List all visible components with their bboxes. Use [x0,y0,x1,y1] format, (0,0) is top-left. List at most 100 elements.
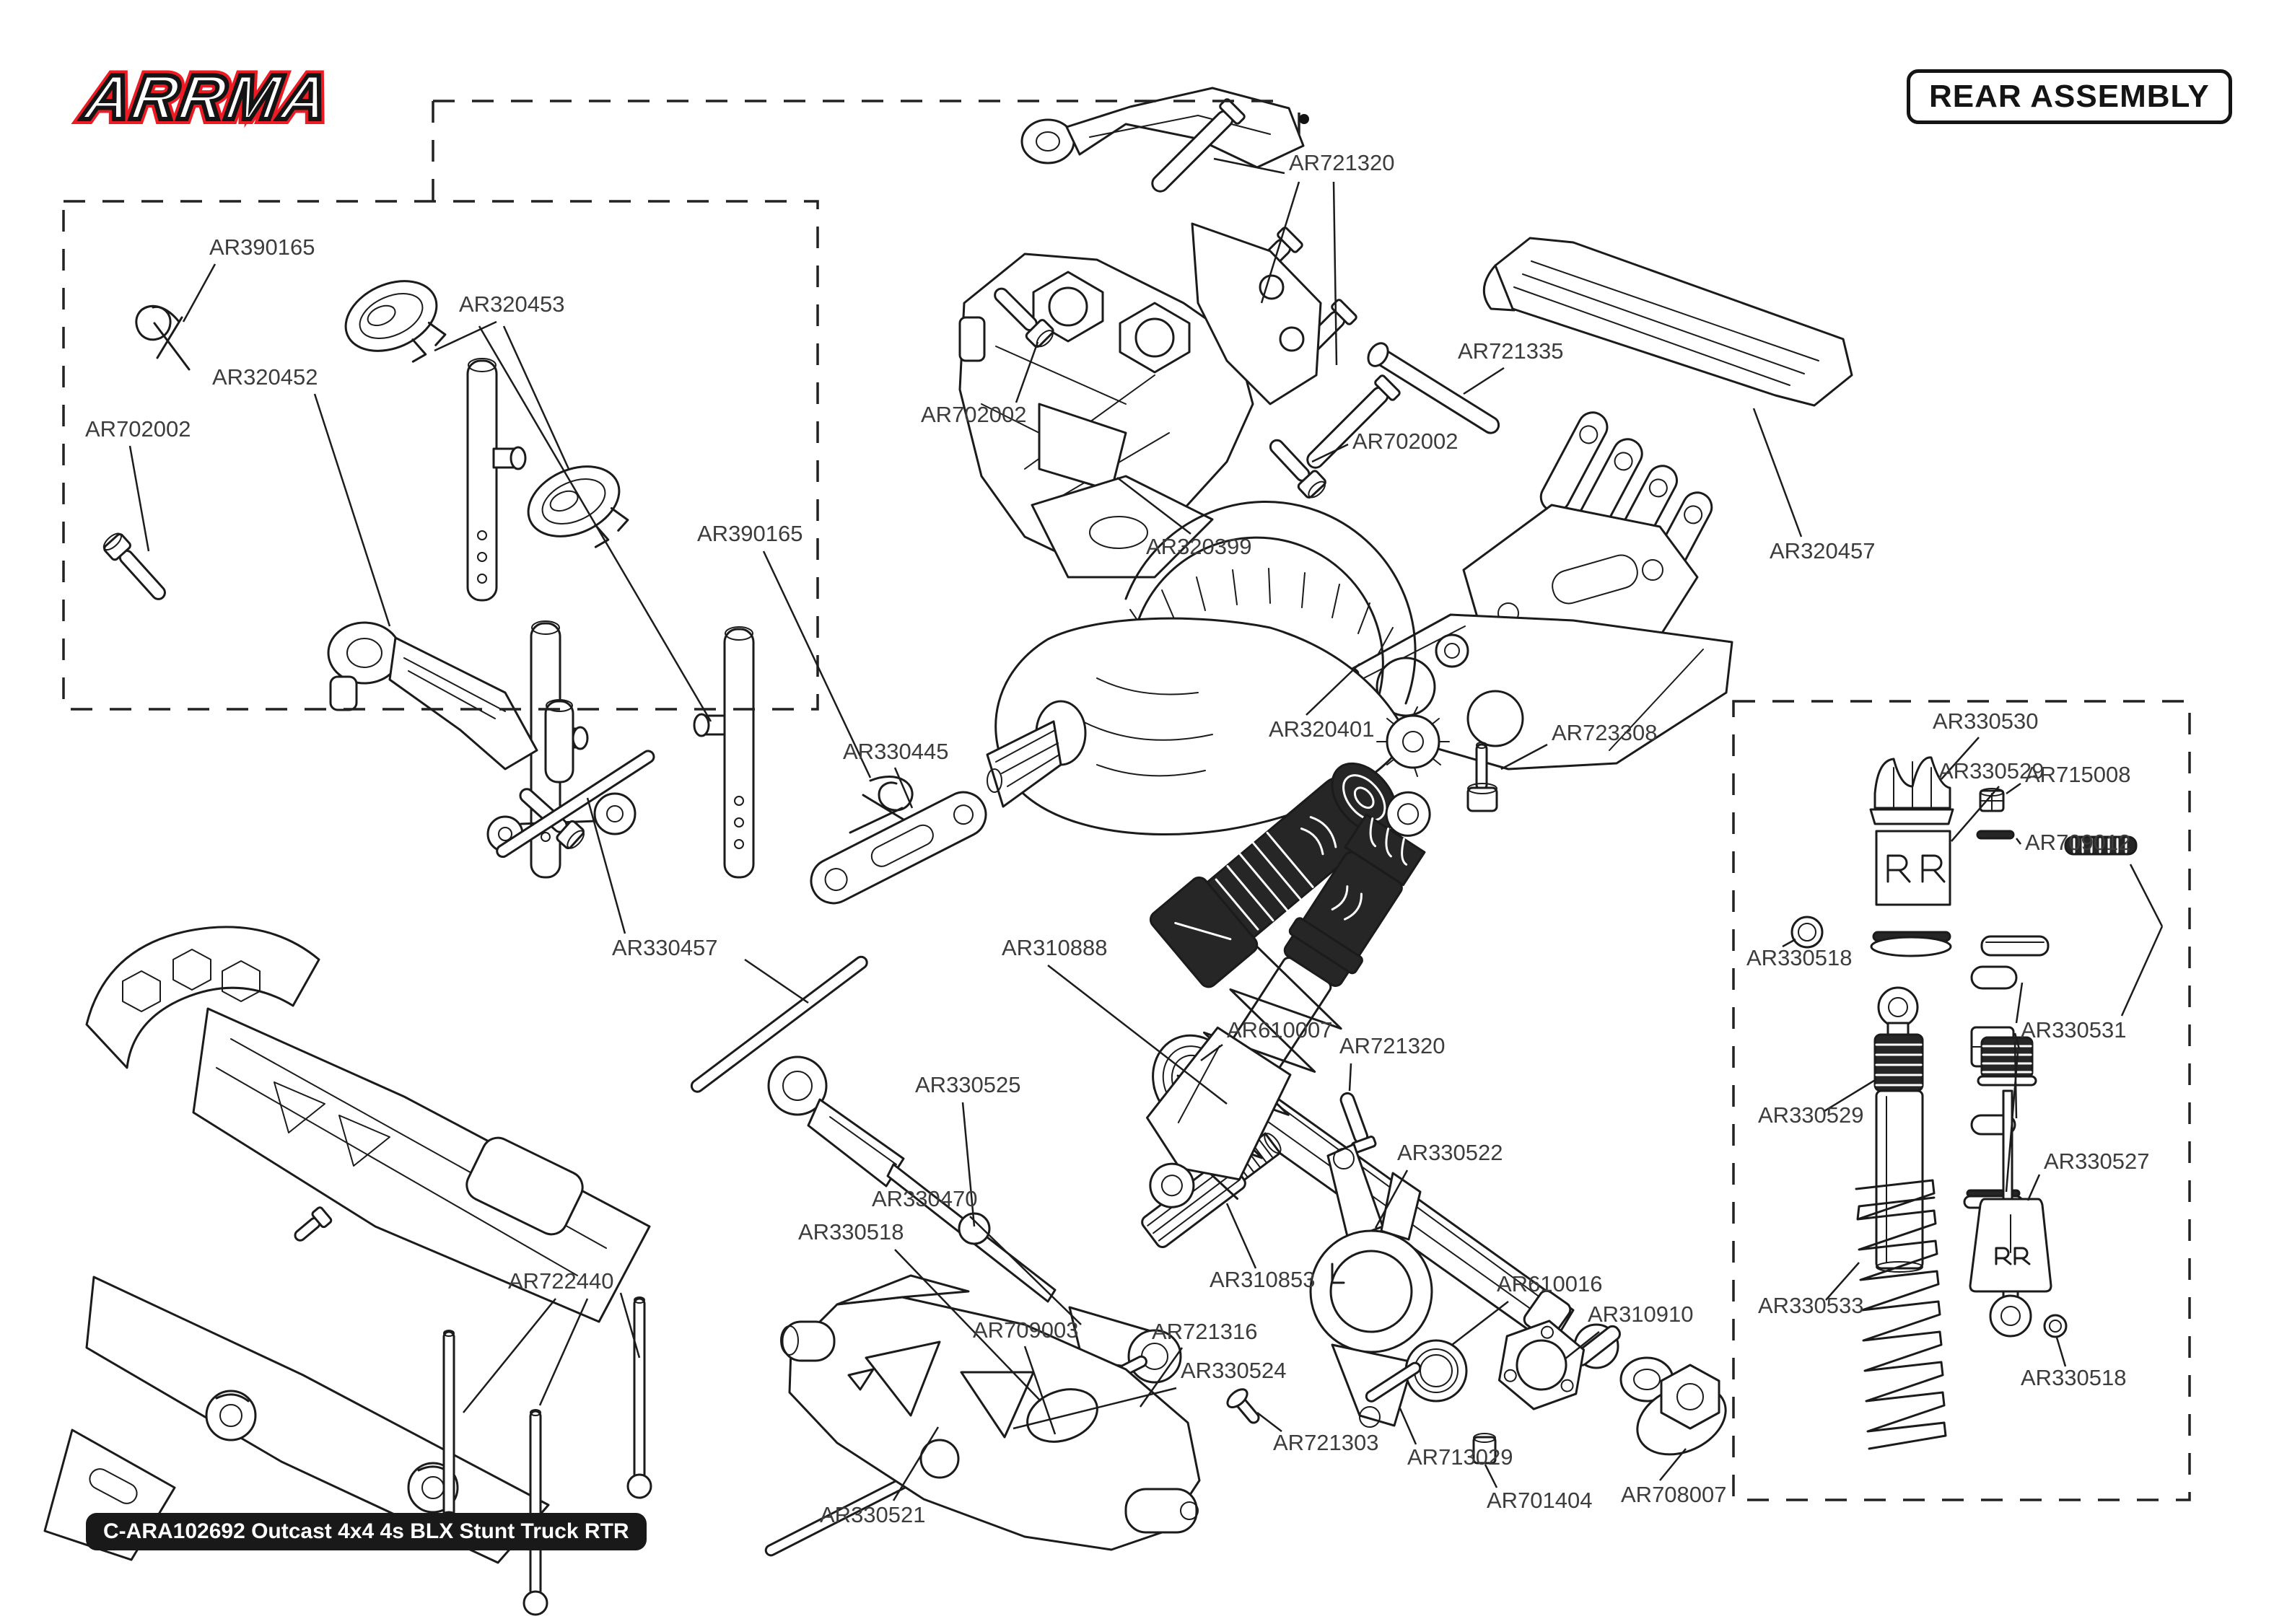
leader-line [1260,181,1300,304]
part-label: AR320401 [1269,716,1375,742]
leader-line [1951,786,2000,842]
body-mount-pad-drawing-1 [344,280,447,363]
leader-line [2015,982,2024,1024]
part-label: AR330518 [798,1219,904,1245]
leader-line [478,325,712,722]
leader-line [2129,864,2164,927]
leader-line [2013,1032,2021,1050]
part-label: AR330445 [843,739,949,765]
part-label: AR723308 [1552,720,1658,746]
flanged-screw-drawing [1226,1388,1260,1424]
leader-line [182,263,217,322]
leader-line [1752,408,1803,537]
part-label: AR320452 [212,364,318,390]
long-hinge-pin-drawing [1367,342,1500,434]
spacer-cylinder-drawing [1472,1433,1497,1465]
leader-line [1825,1262,1860,1301]
arrma-logo: ARRMA [74,56,339,138]
leader-line [1782,938,1796,948]
shock-absorber-drawing-2 [1145,791,1431,1208]
part-label: AR330518 [2021,1365,2127,1391]
differential-drawing [986,500,1450,835]
part-label: AR330531 [2021,1017,2127,1043]
part-label: AR330521 [820,1502,926,1528]
leader-line [1941,737,1980,780]
leader-line [1013,1387,1177,1430]
leader-line [502,325,570,470]
leader-line [1824,1078,1877,1112]
part-label: AR310888 [1002,935,1108,961]
leader-line [892,1426,940,1501]
part-label: AR330529 [1758,1102,1864,1128]
part-label: AR610007 [1227,1017,1333,1043]
o-ring-drawing-c [2043,1314,2068,1338]
part-label: AR330457 [612,935,718,961]
product-code-badge: C-ARA102692 Outcast 4x4 4s BLX Stunt Tru… [86,1513,647,1550]
screw-drawing-b1 [994,287,1054,348]
leader-line [538,1298,589,1406]
part-label: AR702002 [921,402,1027,428]
o-ring-drawing-a [1790,916,1824,949]
part-label: AR610016 [1497,1271,1603,1297]
leader-line [2006,782,2021,795]
shock-pin-drawing [1339,1092,1377,1154]
shock-cap-drawing [1869,756,1954,825]
leader-line [1225,1203,1257,1269]
stepped-pin-drawing [1466,742,1498,812]
leader-line [1564,1331,1600,1360]
hinge-pin-screw-drawing-1 [1151,98,1246,193]
leader-lines [128,157,2164,1501]
leader-line [1484,1464,1498,1488]
hub-carrier-drawing [1309,1143,1433,1428]
leader-line [1451,1301,1509,1346]
dashed-group-box [62,200,819,711]
steering-brace-drawing [327,621,637,853]
body-post-drawing-1 [466,358,527,602]
part-label: AR320399 [1146,534,1252,560]
hinge-pin-screw-drawing-4 [1306,374,1401,469]
spacer-collar-drawing [1980,935,2050,957]
leader-line [1348,1063,1352,1092]
part-label: AR721335 [1458,338,1564,364]
ribbed-collar-drawing [2064,835,2138,856]
body-clip-drawing-1 [135,305,191,371]
part-label: AR708007 [1621,1482,1727,1508]
body-post-drawing-3 [693,626,755,879]
part-label: AR702002 [85,416,191,442]
part-label: AR330522 [1397,1140,1503,1166]
wheel-nut-drawing [1636,1364,1727,1456]
leader-line [1659,1448,1687,1481]
shock-body-drawing [1873,986,1924,1273]
screw-drawing-a1 [102,532,166,600]
part-label: AR330518 [1746,945,1853,971]
part-label: AR722440 [508,1268,614,1294]
part-label: AR709012 [2025,830,2131,856]
coil-spring-drawing [1855,1179,1947,1450]
part-label: AR721320 [1339,1033,1446,1059]
part-label: AR310853 [1210,1267,1316,1293]
leader-line [619,1292,641,1359]
part-label: AR715008 [2025,762,2131,788]
part-label: AR310910 [1588,1302,1694,1327]
shock-absorber-drawing-1 [1149,762,1398,988]
leader-line [2055,1337,2067,1367]
part-label: AR330533 [1758,1293,1864,1319]
leader-line [1374,1169,1409,1229]
leader-line [744,958,809,1004]
part-label: AR701404 [1487,1488,1593,1514]
leader-line [2120,926,2164,1017]
leader-line [1213,157,1285,175]
part-label: AR721320 [1289,150,1395,176]
part-label: AR702002 [1352,429,1459,455]
part-label: AR330527 [2044,1149,2150,1175]
shock-sticker-drawing [1875,830,1951,906]
spring-collar-drawing [1870,931,1952,957]
body-clip-drawing-2 [849,776,914,834]
screw-drawing-b2 [1269,439,1326,499]
shock-shaft-drawing [1969,1089,2052,1338]
leader-line [586,797,626,934]
leader-line [1463,367,1505,395]
